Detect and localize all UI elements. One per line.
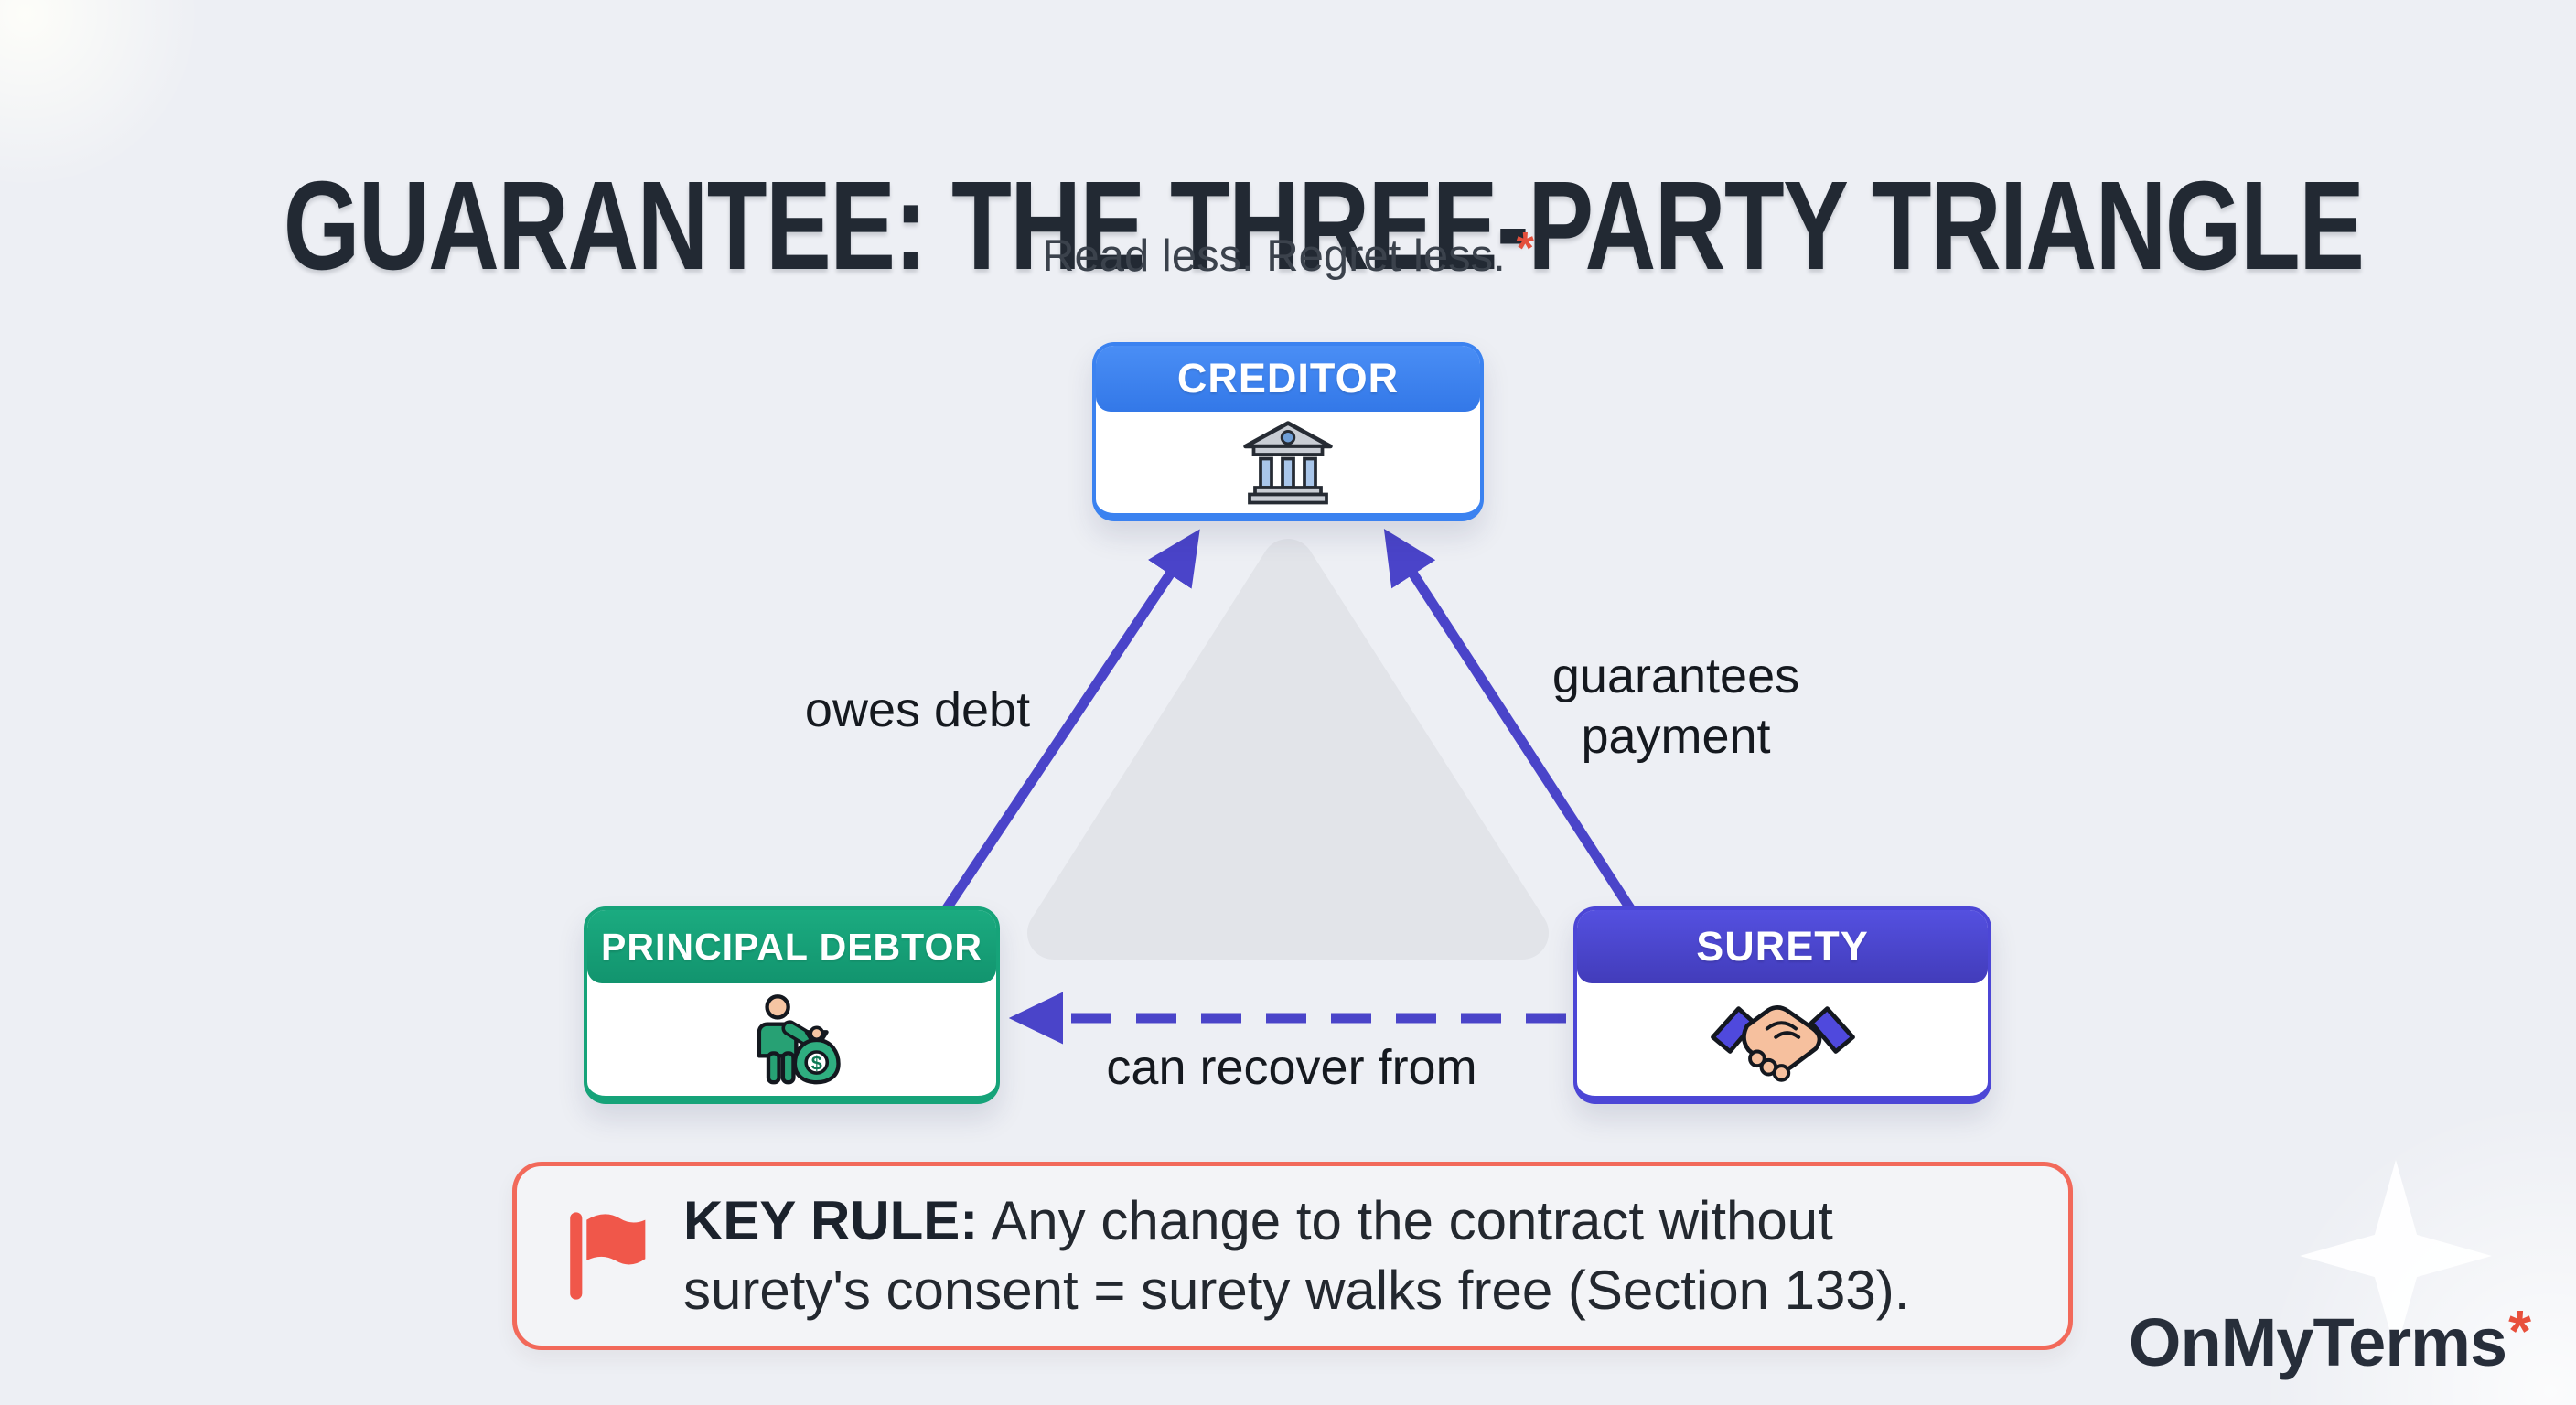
creditor-box: CREDITOR bbox=[1092, 342, 1484, 521]
can-recover-from-label: can recover from bbox=[1106, 1040, 1477, 1095]
red-flag-icon bbox=[570, 1212, 646, 1300]
person-money-bag-icon: $ bbox=[757, 993, 841, 1084]
key-rule-line2: surety's consent = surety walks free (Se… bbox=[683, 1260, 1910, 1321]
key-rule-line1: KEY RULE:Any change to the contract with… bbox=[683, 1190, 1833, 1251]
page-subtitle: Read less. Regret less.* bbox=[0, 224, 2576, 282]
principal-debtor-label: PRINCIPAL DEBTOR bbox=[587, 910, 996, 983]
owes-debt-arrow bbox=[942, 529, 1200, 912]
brand-name: OnMyTerms bbox=[2128, 1304, 2507, 1380]
brand-logo: OnMyTerms* bbox=[2128, 1297, 2531, 1381]
key-rule-box: KEY RULE:Any change to the contract with… bbox=[512, 1162, 2073, 1350]
brand-asterisk: * bbox=[2508, 1298, 2531, 1364]
key-rule-text: KEY RULE:Any change to the contract with… bbox=[683, 1186, 1909, 1325]
guarantees-payment-arrow bbox=[1383, 529, 1635, 911]
principal-debtor-box: PRINCIPAL DEBTOR $ bbox=[584, 906, 1000, 1104]
svg-text:$: $ bbox=[810, 1051, 821, 1074]
triangle-watermark bbox=[1027, 539, 1549, 960]
bank-icon bbox=[1243, 421, 1333, 505]
guarantees-payment-label: guarantees payment bbox=[1551, 649, 1800, 764]
creditor-label: CREDITOR bbox=[1096, 346, 1480, 412]
page-title: GUARANTEE: THE THREE-PARTY TRIANGLE bbox=[283, 156, 2365, 297]
owes-debt-label: owes debt bbox=[804, 682, 1031, 737]
surety-label: SURETY bbox=[1577, 910, 1988, 983]
handshake-icon bbox=[1710, 1004, 1855, 1082]
subtitle-asterisk: * bbox=[1516, 224, 1534, 273]
subtitle-text: Read less. Regret less. bbox=[1042, 231, 1506, 281]
surety-box: SURETY bbox=[1573, 906, 1991, 1104]
